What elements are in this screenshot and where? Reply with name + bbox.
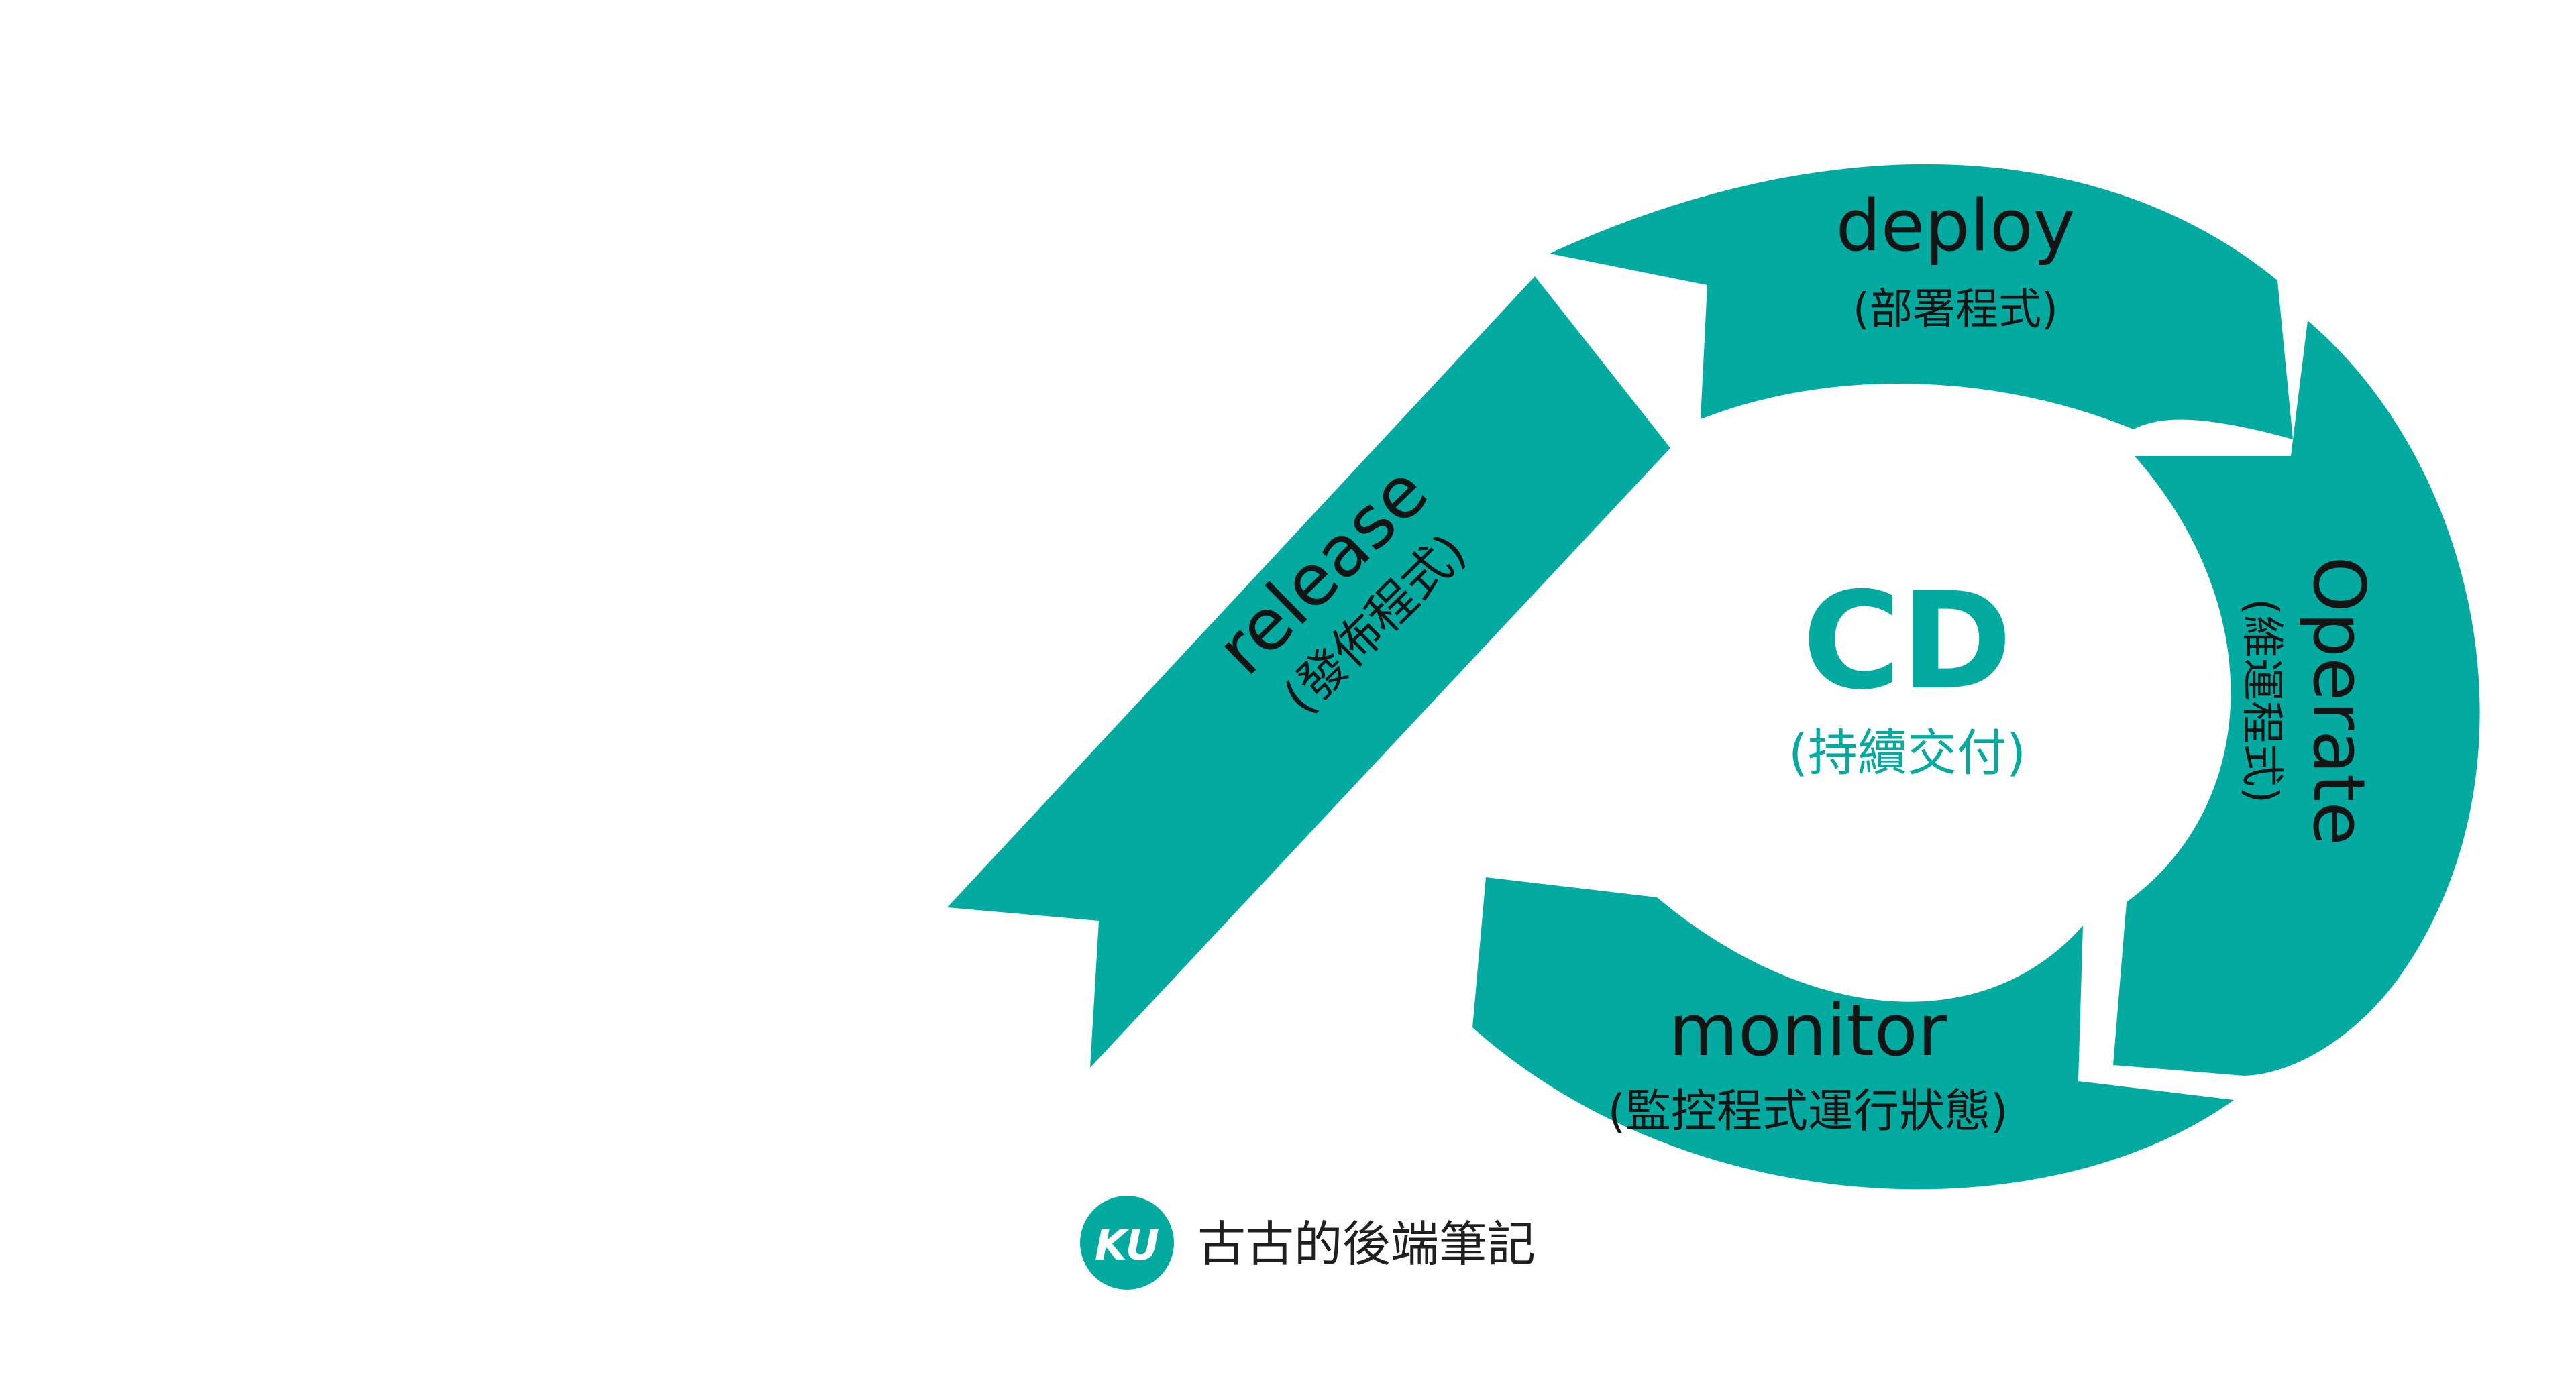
brand-name: 古古的後端筆記 bbox=[1197, 1216, 1536, 1272]
monitor-arc-shape bbox=[1472, 877, 2234, 1190]
monitor-label: monitor bbox=[1669, 989, 1947, 1072]
monitor-segment: monitor (監控程式運行狀態) bbox=[1472, 877, 2234, 1190]
brand-mark: KU bbox=[1095, 1221, 1159, 1270]
operate-label: Operate bbox=[2298, 556, 2380, 845]
center-label: CD (持續交付) bbox=[1788, 563, 2026, 782]
release-ribbon-shape bbox=[947, 276, 1670, 1068]
operate-segment: Operate (維運程式) bbox=[2113, 321, 2480, 1076]
brand-logo-icon bbox=[1080, 1196, 1174, 1290]
center-title: CD bbox=[1803, 563, 2012, 720]
deploy-sublabel: (部署程式) bbox=[1853, 285, 2058, 335]
monitor-sublabel: (監控程式運行狀態) bbox=[1607, 1085, 2008, 1138]
deploy-segment: deploy (部署程式) bbox=[1550, 164, 2293, 439]
operate-arc-shape bbox=[2113, 321, 2480, 1076]
center-subtitle: (持續交付) bbox=[1788, 724, 2026, 782]
deploy-arc-shape bbox=[1550, 164, 2293, 439]
deploy-label: deploy bbox=[1836, 184, 2076, 267]
operate-sublabel: (維運程式) bbox=[2237, 598, 2286, 803]
brand: KU 古古的後端筆記 bbox=[1080, 1196, 1536, 1290]
